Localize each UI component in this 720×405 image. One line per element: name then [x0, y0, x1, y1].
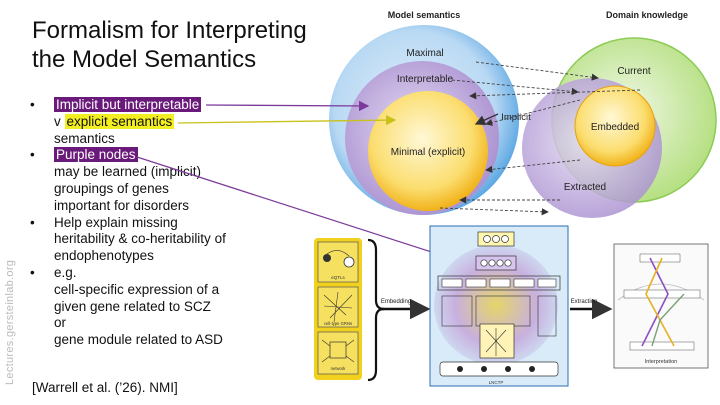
purple-node-box: [475, 255, 517, 271]
highlight-purple-nodes: Purple nodes: [54, 147, 138, 163]
top-node: [492, 235, 500, 243]
network-box-icon: [329, 341, 347, 359]
input-node: [457, 366, 463, 372]
dashed-arrow: [469, 89, 641, 100]
bullet-text: or: [54, 315, 67, 331]
top-node: [483, 235, 491, 243]
dashed-arrow: [485, 159, 581, 173]
yellow-path: [645, 257, 675, 347]
extraction-label: Extraction: [571, 299, 598, 305]
explicit-module-box: [479, 323, 515, 359]
hidden-layer-box: [437, 275, 561, 291]
purple-node: [480, 259, 488, 267]
bullet-implicit: • Implicit but interpretable v explicit …: [30, 97, 330, 147]
dashed-arrow: [451, 79, 579, 95]
label-implicit: Implicit: [501, 112, 531, 123]
input-layer-box: [439, 361, 559, 377]
bullet-text: heritability & co-heritability of: [54, 231, 226, 247]
purple-node: [496, 259, 504, 267]
green-path: [651, 293, 685, 347]
bullet-list: • Implicit but interpretable v explicit …: [30, 97, 330, 349]
bullet-text: given gene related to SCZ: [54, 298, 211, 314]
bullet-example: • e.g. cell-specific expression of a giv…: [30, 265, 330, 349]
hidden-node-group: [465, 278, 487, 288]
highlight-explicit-semantics: explicit semantics: [64, 113, 175, 129]
minimal-circle: [368, 91, 488, 211]
network-panel: [317, 331, 359, 375]
header-model-semantics: Model semantics: [388, 10, 461, 20]
embedded-circle: [574, 85, 656, 167]
grn-label: cell-type GRNs: [324, 321, 352, 326]
module-box: [441, 295, 473, 327]
pointer-implicit-arrow: [205, 100, 370, 112]
top-node: [501, 235, 509, 243]
bullet-text: endophenotypes: [54, 248, 154, 264]
label-current: Current: [617, 66, 651, 77]
hidden-node-group: [441, 278, 463, 288]
interp-node-row: [629, 341, 695, 351]
interp-node-row: [623, 289, 701, 299]
hidden-node-group: [513, 278, 535, 288]
hidden-node-group: [537, 278, 557, 288]
bullet-dot: •: [30, 264, 35, 280]
input-node: [529, 366, 535, 372]
label-maximal: Maximal: [406, 48, 443, 59]
bullet-text: Help explain missing: [54, 214, 178, 230]
module-box: [537, 295, 557, 337]
bullet-dot: •: [30, 214, 35, 230]
bullet-dot: •: [30, 147, 35, 163]
input-panels: eQTLs cell-type GRNs network: [314, 238, 362, 380]
bullet-text: cell-specific expression of a: [54, 281, 220, 297]
bullet-heritability: • Help explain missing heritability & co…: [30, 215, 330, 265]
pointer-purple-nodes-arrow: [136, 156, 480, 269]
bullet-dot: •: [30, 97, 35, 112]
bullet-text: gene module related to ASD: [54, 332, 223, 348]
grn-network-icon: [323, 291, 353, 323]
pointer-explicit-arrow: [177, 114, 397, 126]
bullet-text: may be learned (implicit): [54, 164, 202, 180]
explicit-links: [485, 328, 507, 356]
title-line-2: the Model Semantics: [32, 46, 257, 73]
bullet-text: important for disorders: [54, 197, 190, 213]
bullet-purple-nodes: • Purple nodes may be learned (implicit)…: [30, 147, 330, 214]
eqtl-node-icon: [323, 254, 331, 262]
embedding-label: Embedding: [381, 299, 411, 305]
bullet-text: groupings of genes: [54, 180, 169, 196]
network-label: network: [331, 366, 347, 371]
model-diagram: LNCTP: [429, 225, 569, 387]
input-node: [481, 366, 487, 372]
hidden-node-group: [489, 278, 511, 288]
slide-title: Formalism for Interpreting the Model Sem…: [32, 16, 307, 74]
highlight-implicit-interpretable: Implicit but interpretable: [54, 97, 202, 112]
bullet-text: semantics: [54, 130, 115, 146]
dashed-arrow: [485, 99, 581, 126]
eqtl-label: eQTLs: [331, 275, 345, 280]
title-line-1: Formalism for Interpreting: [32, 17, 307, 44]
input-node: [505, 366, 511, 372]
dashed-arrow: [439, 207, 549, 216]
label-interpretable: Interpretable: [397, 74, 454, 85]
label-minimal: Minimal (explicit): [391, 147, 465, 158]
citation: [Warrell et al. (’26). NMI]: [32, 380, 178, 395]
interpretation-panel: Interpretation: [613, 243, 709, 369]
bullet-prefix: v: [54, 113, 65, 129]
bullet-text: e.g.: [54, 264, 77, 280]
lnctp-label: LNCTP: [489, 380, 504, 385]
mapping-arrows: [439, 61, 641, 216]
eqtl-link: [326, 250, 350, 257]
model-semantics-blob: [434, 245, 558, 365]
eqtl-node-icon: [343, 256, 355, 268]
network-links: [321, 339, 355, 363]
label-embedded: Embedded: [591, 122, 639, 133]
purple-node: [488, 259, 496, 267]
dashed-arrow: [475, 61, 599, 81]
interpretation-label: Interpretation: [645, 359, 677, 365]
purple-node: [504, 259, 512, 267]
header-domain-knowledge: Domain knowledge: [606, 10, 688, 20]
label-extracted: Extracted: [564, 182, 606, 193]
